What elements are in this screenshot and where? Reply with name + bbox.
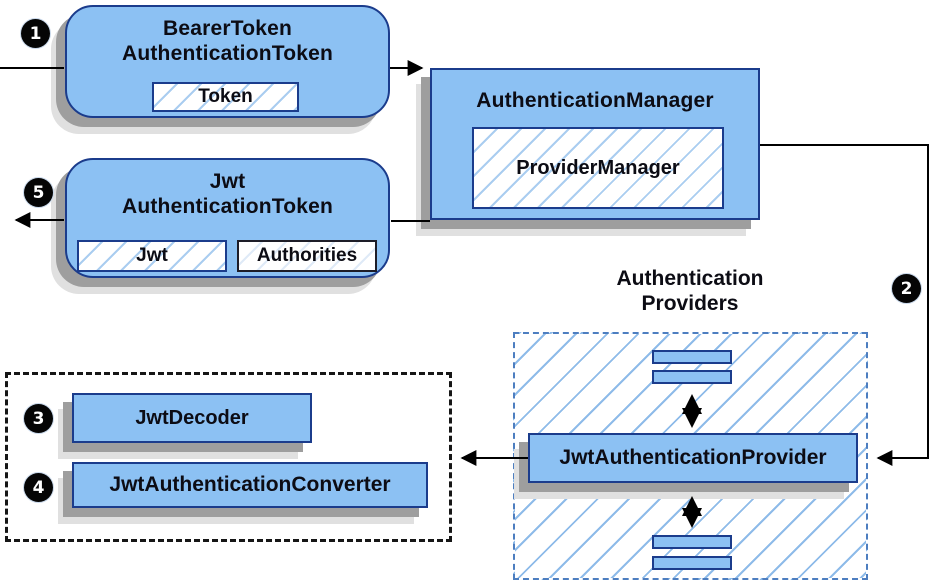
step-5-badge: 5 [24,178,53,207]
node-authentication-manager-title: AuthenticationManager [476,89,714,112]
elided-provider-bar [652,370,732,384]
elided-provider-bar [652,535,732,549]
node-jwt-decoder: JwtDecoder [72,393,312,443]
node-bearer-token-title-line2: AuthenticationToken [121,42,334,65]
node-jwt-authentication-token-title-line2: AuthenticationToken [121,195,334,218]
node-bearer-token-authentication-token: BearerToken AuthenticationToken Token [65,5,390,118]
step-2-badge: 2 [892,274,921,303]
node-jwt-authentication-token-title: Jwt AuthenticationToken [67,160,388,219]
elided-provider-bar [652,350,732,364]
node-jwt-authentication-token: Jwt AuthenticationToken Jwt Authorities [65,158,390,278]
node-jwt-authentication-provider: JwtAuthenticationProvider [528,433,858,483]
node-bearer-token-title: BearerToken AuthenticationToken [67,7,388,66]
elided-provider-bar [652,556,732,570]
authentication-providers-label-line1: Authentication [616,267,764,290]
inner-token-box: Token [152,82,299,112]
node-authentication-manager: AuthenticationManager ProviderManager [430,68,760,220]
node-jwt-authentication-converter: JwtAuthenticationConverter [72,462,428,508]
step-4-badge: 4 [24,473,53,502]
inner-jwt-box: Jwt [77,240,227,272]
inner-provider-manager-box: ProviderManager [472,127,724,209]
node-jwt-authentication-token-title-line1: Jwt [209,170,246,193]
inner-authorities-box: Authorities [237,240,377,272]
step-3-badge: 3 [24,404,53,433]
authentication-providers-label-line2: Providers [641,292,739,315]
authentication-providers-label: Authentication Providers [555,266,825,316]
node-bearer-token-title-line1: BearerToken [162,17,293,40]
step-1-badge: 1 [21,19,50,48]
